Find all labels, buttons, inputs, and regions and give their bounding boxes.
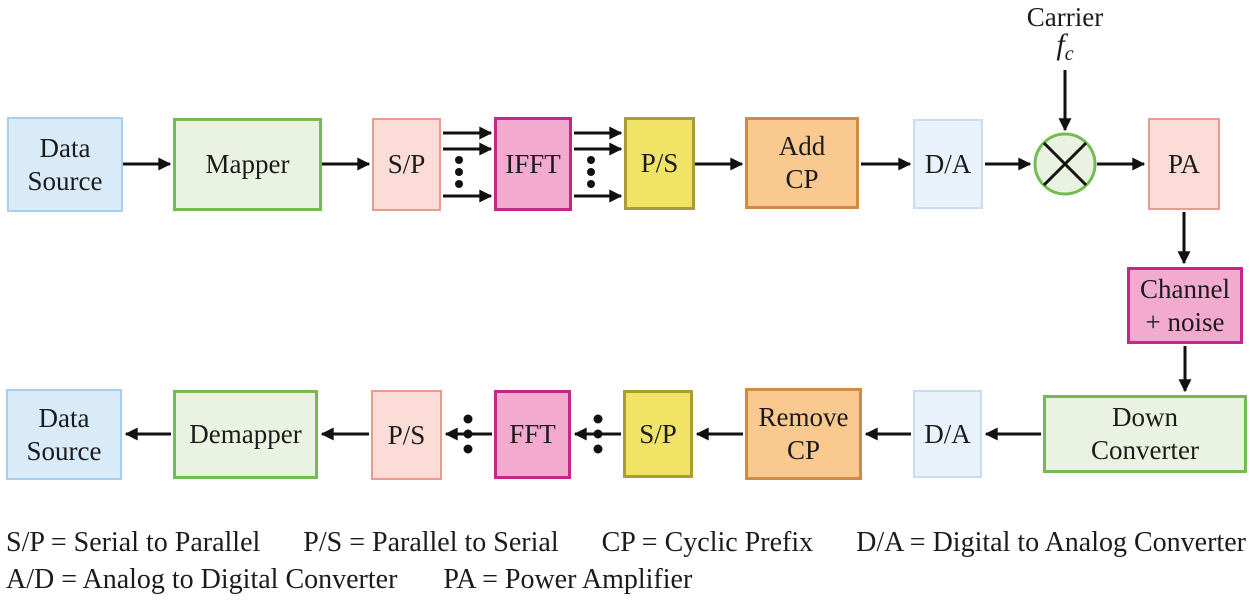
- block-label: Data Source: [27, 132, 103, 196]
- block-label: D/A: [924, 418, 971, 449]
- block-label: PA: [1167, 148, 1201, 179]
- block-label: P/S: [387, 419, 426, 450]
- block-label: Data Source: [26, 402, 102, 466]
- carrier-f: f: [1056, 28, 1065, 61]
- block-down-converter: Down Converter: [1043, 395, 1247, 473]
- block-da-converter-rx: D/A: [913, 390, 982, 478]
- block-data-source-tx: Data Source: [7, 117, 123, 212]
- legend-item-pa: PA = Power Amplifier: [443, 564, 693, 595]
- block-serial-to-parallel-rx: S/P: [623, 390, 693, 478]
- block-label: D/A: [924, 148, 972, 179]
- block-fft: FFT: [494, 390, 571, 479]
- carrier-f-subscript: c: [1064, 43, 1074, 65]
- block-power-amplifier: PA: [1148, 118, 1220, 210]
- legend-item-ad: A/D = Analog to Digital Converter: [6, 564, 398, 595]
- block-mapper: Mapper: [173, 118, 322, 211]
- block-label: Remove CP: [758, 402, 849, 465]
- carrier-label: Carrier: [1026, 2, 1104, 32]
- block-label: Channel + noise: [1140, 273, 1230, 337]
- block-label: Mapper: [205, 149, 290, 179]
- block-da-converter-tx: D/A: [913, 119, 983, 209]
- tx-arrows: [123, 70, 1192, 393]
- mixer-multiplier-icon: [1033, 132, 1097, 196]
- legend-item-ps: P/S = Parallel to Serial: [303, 527, 559, 558]
- block-label: Demapper: [189, 419, 302, 449]
- block-label: FFT: [509, 419, 556, 449]
- block-label: IFFT: [505, 148, 561, 179]
- block-label: P/S: [640, 148, 679, 178]
- legend-item-sp: S/P = Serial to Parallel: [6, 527, 261, 558]
- abbreviation-legend: S/P = Serial to Parallel P/S = Parallel …: [6, 524, 1246, 598]
- legend-item-da: D/A = Digital to Analog Converter: [856, 527, 1246, 558]
- carrier-frequency-symbol: fc: [1005, 28, 1125, 66]
- block-remove-cp: Remove CP: [745, 388, 862, 480]
- legend-line-1: S/P = Serial to Parallel P/S = Parallel …: [6, 524, 1246, 561]
- block-channel-noise: Channel + noise: [1127, 267, 1243, 344]
- block-data-source-rx: Data Source: [6, 389, 122, 480]
- block-serial-to-parallel-tx: S/P: [372, 118, 441, 211]
- block-label: Down Converter: [1091, 402, 1199, 465]
- legend-line-2: A/D = Analog to Digital Converter PA = P…: [6, 561, 1246, 598]
- block-add-cp: Add CP: [745, 117, 859, 209]
- block-demapper: Demapper: [173, 390, 318, 479]
- block-label: S/P: [387, 149, 426, 179]
- block-label: Add CP: [778, 131, 826, 194]
- legend-item-cp: CP = Cyclic Prefix: [601, 527, 814, 558]
- block-ifft: IFFT: [494, 117, 572, 211]
- block-parallel-to-serial-tx: P/S: [624, 117, 695, 210]
- block-label: S/P: [639, 418, 677, 449]
- block-parallel-to-serial-rx: P/S: [371, 390, 442, 480]
- parallel-bus-dots: [455, 156, 603, 454]
